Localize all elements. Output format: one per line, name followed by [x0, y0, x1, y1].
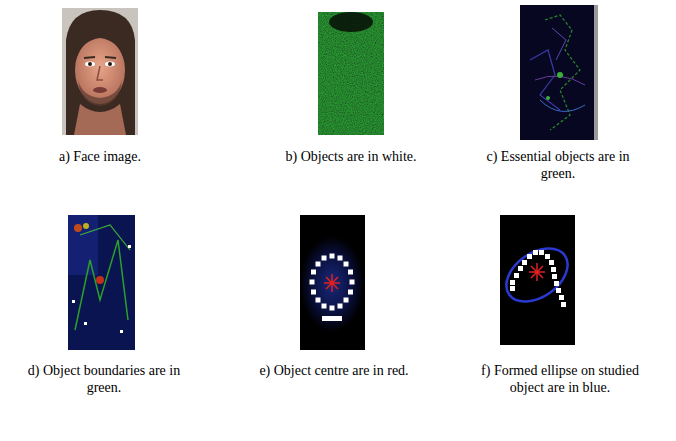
panel-caption: e) Object centre are in red.	[252, 362, 417, 379]
panel-caption: b) Objects are in white.	[256, 148, 446, 165]
ellipse-map	[497, 215, 578, 345]
panel-caption: d) Object boundaries are in green.	[9, 362, 199, 396]
object-map	[318, 12, 384, 135]
centre-map	[300, 215, 365, 350]
essential-objects-map	[520, 5, 598, 140]
panel-caption: a) Face image.	[20, 148, 180, 165]
panel-caption: c) Essential objects are in green.	[476, 148, 641, 182]
panel-caption: f) Formed ellipse on studied object are …	[464, 362, 656, 396]
boundary-map	[68, 215, 135, 350]
face-photo	[62, 8, 138, 135]
